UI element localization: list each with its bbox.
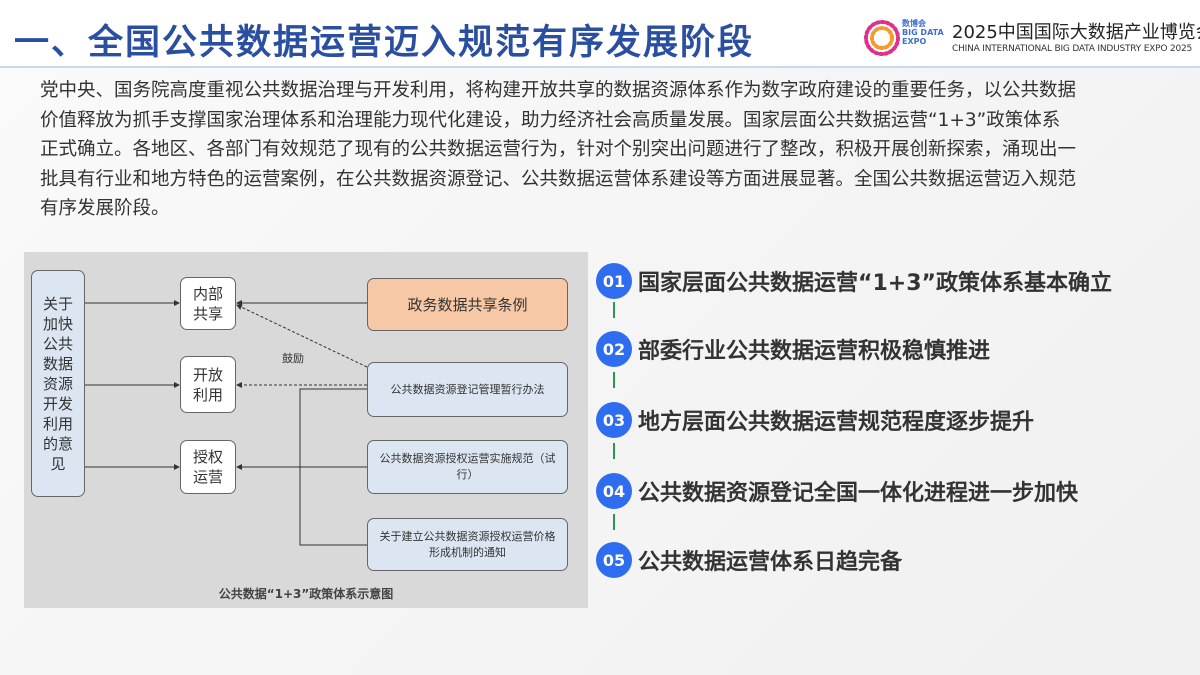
milestone-number: 04 bbox=[596, 473, 632, 509]
policy-diagram: 关于加快公共数据资源开发利用的意见 内部共享 开放利用 授权运营 政务数据共享条… bbox=[24, 252, 588, 608]
pricing-notice-box: 关于建立公共数据资源授权运营价格形成机制的通知 bbox=[367, 518, 568, 571]
milestone-text: 部委行业公共数据运营积极稳慎推进 bbox=[638, 339, 991, 364]
open-use-box: 开放利用 bbox=[180, 356, 236, 413]
authorized-operation-box: 授权运营 bbox=[180, 440, 236, 494]
diagram-caption: 公共数据“1+3”政策体系示意图 bbox=[218, 587, 394, 601]
milestone-number: 02 bbox=[596, 331, 632, 367]
connector-line bbox=[613, 514, 615, 530]
milestone-text: 公共数据运营体系日趋完备 bbox=[638, 550, 903, 575]
registration-measures-box: 公共数据资源登记管理暂行办法 bbox=[367, 362, 568, 417]
bracket-line bbox=[299, 388, 367, 546]
expo-logo-icon bbox=[864, 20, 900, 56]
opinion-box: 关于加快公共数据资源开发利用的意见 bbox=[31, 270, 85, 497]
connector-line bbox=[613, 443, 615, 459]
edge-label: 鼓励 bbox=[282, 352, 304, 365]
connector-line bbox=[613, 302, 615, 318]
expo-name-en: CHINA INTERNATIONAL BIG DATA INDUSTRY EX… bbox=[952, 44, 1193, 54]
connector-line bbox=[613, 372, 615, 388]
dashed-arrow-registration-to-sharing bbox=[236, 304, 368, 368]
operation-spec-box: 公共数据资源授权运营实施规范（试行） bbox=[367, 440, 568, 494]
regulation-box: 政务数据共享条例 bbox=[367, 278, 568, 331]
milestone-text: 国家层面公共数据运营“1+3”政策体系基本确立 bbox=[638, 271, 1112, 296]
page-title: 一、全国公共数据运营迈入规范有序发展阶段 bbox=[14, 23, 755, 63]
milestone-number: 03 bbox=[596, 402, 632, 438]
milestone-number: 01 bbox=[596, 263, 632, 299]
milestone-text: 公共数据资源登记全国一体化进程进一步加快 bbox=[638, 481, 1079, 506]
milestone-text: 地方层面公共数据运营规范程度逐步提升 bbox=[638, 410, 1035, 435]
expo-name-cn: 2025中国国际大数据产业博览会 bbox=[952, 22, 1200, 43]
intro-paragraph: 党中央、国务院高度重视公共数据治理与开发利用，将构建开放共享的数据资源体系作为数… bbox=[40, 80, 1077, 219]
diagram-connectors bbox=[85, 300, 368, 546]
milestone-number: 05 bbox=[596, 542, 632, 578]
internal-sharing-box: 内部共享 bbox=[180, 277, 236, 330]
